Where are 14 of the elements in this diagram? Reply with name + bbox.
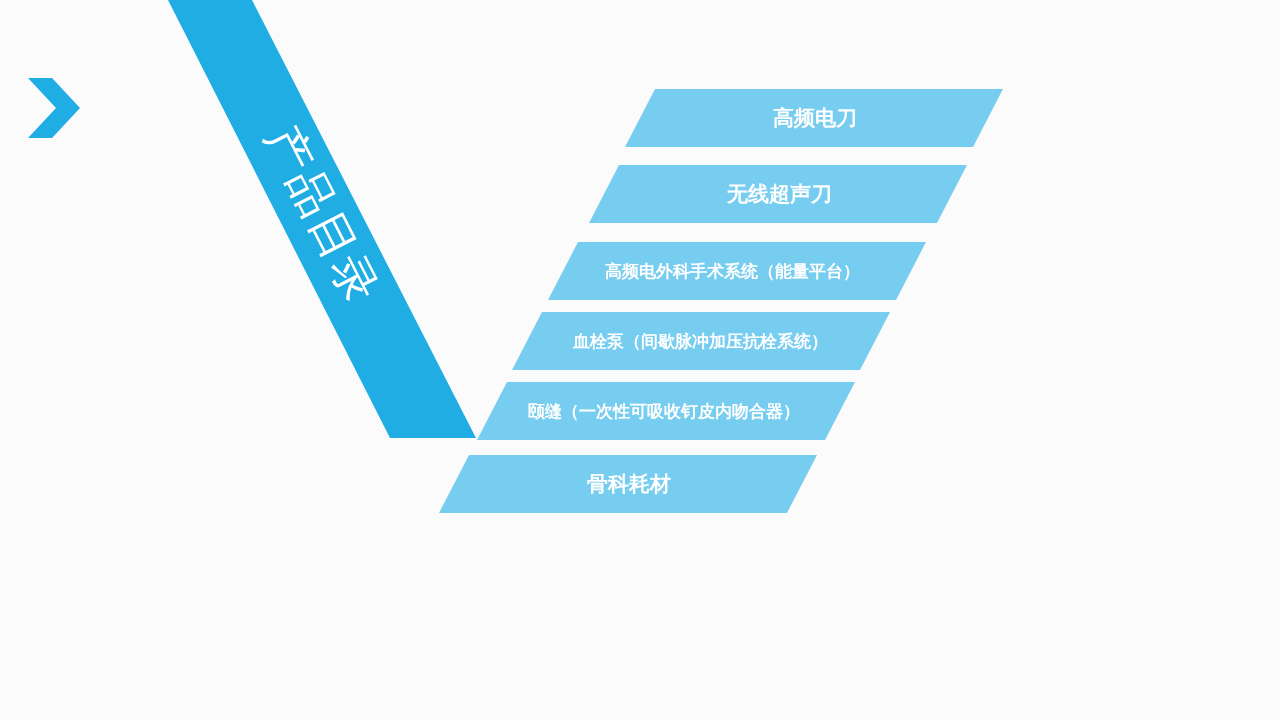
band-title: 产品目录	[254, 115, 392, 315]
banner-label: 骨科耗材	[587, 471, 671, 498]
product-banner	[512, 312, 890, 370]
product-banner	[477, 382, 855, 440]
banner-label: 血栓泵（间歇脉冲加压抗栓系统）	[572, 329, 828, 353]
product-banner	[589, 165, 967, 223]
banner-label: 无线超声刀	[726, 181, 832, 208]
product-banner	[439, 455, 817, 513]
product-banner	[625, 89, 1003, 147]
banner-label: 高频电外科手术系统（能量平台）	[604, 259, 860, 283]
banner-label: 颐缝（一次性可吸收钉皮内吻合器）	[528, 399, 800, 423]
product-banner	[548, 242, 926, 300]
banner-label: 高频电刀	[773, 105, 857, 132]
diagonal-band	[168, 0, 476, 438]
